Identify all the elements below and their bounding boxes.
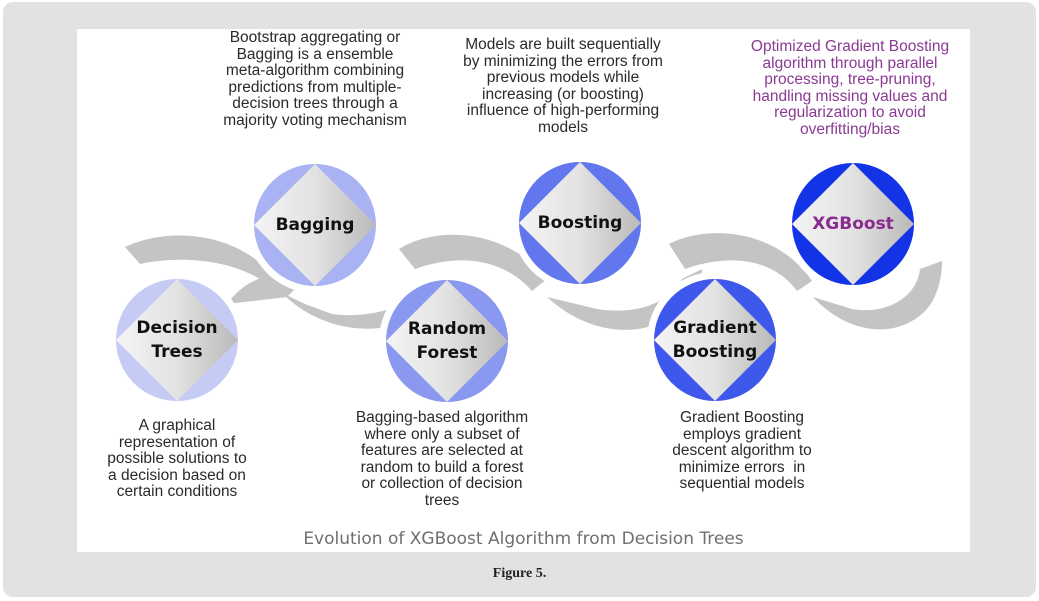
- flow-arrow-7: [813, 261, 942, 330]
- node-random-forest: [379, 273, 515, 409]
- node-label-line: Bagging: [275, 215, 355, 235]
- node-gradient-boosting: [647, 272, 783, 408]
- node-label-line: XGBoost: [812, 214, 894, 234]
- flow-diagram: [109, 155, 942, 409]
- node-boosting: [512, 155, 648, 291]
- description-line: Gradient Boosting: [679, 409, 805, 426]
- node-label-line: Decision: [136, 318, 218, 338]
- description-line: by minimizing the errors from: [463, 52, 663, 70]
- node-diamond: [654, 279, 776, 401]
- description-line: trees: [424, 491, 460, 509]
- figure-title: Evolution of XGBoost Algorithm from Deci…: [303, 529, 744, 549]
- description-line: models: [538, 118, 588, 136]
- description-line: A graphical: [138, 417, 216, 434]
- node-label-line: Forest: [416, 343, 478, 363]
- description-line: where only a subset of: [364, 425, 520, 443]
- description-line: processing, tree-pruning,: [764, 71, 936, 88]
- description-line: Bagging-based algorithm: [355, 409, 529, 426]
- node-label-line: Trees: [151, 342, 203, 362]
- description-line: descent algorithm to: [672, 442, 812, 459]
- flow-arrow-4: [399, 234, 547, 291]
- description-line: algorithm through parallel: [762, 54, 938, 72]
- description-line: representation of: [118, 433, 236, 451]
- node-label-xgboost: XGBoost: [793, 184, 913, 264]
- node-label-boosting: Boosting: [520, 183, 640, 263]
- description-line: minimize errors in: [678, 458, 806, 476]
- node-label-line: Boosting: [537, 213, 623, 233]
- description-line: handling missing values and: [752, 87, 948, 105]
- flow-arrow-6: [669, 233, 812, 291]
- description-line: majority voting mechanism: [223, 111, 407, 129]
- description-line: possible solutions to: [107, 450, 247, 467]
- description-line: meta-algorithm combining: [225, 62, 405, 79]
- description-line: decision trees through a: [232, 95, 398, 112]
- node-decision-trees: [109, 272, 245, 408]
- description-line: employs gradient: [682, 425, 802, 443]
- node-diamond: [792, 163, 914, 285]
- node-diamond: [519, 162, 641, 284]
- description-line: influence of high-performing: [466, 102, 660, 119]
- description-line: sequential models: [679, 475, 805, 492]
- description-line: overfitting/bias: [800, 120, 900, 138]
- description-line: a decision based on: [108, 466, 246, 484]
- description-line: predictions from multiple-: [228, 78, 402, 96]
- description-line: random to build a forest: [360, 458, 524, 476]
- flow-arrow-2: [227, 276, 297, 304]
- node-label-line: Gradient: [673, 318, 757, 338]
- description-line: Models are built sequentially: [465, 36, 661, 53]
- figure-caption: Figure 5.: [492, 566, 547, 581]
- description-line: or collection of decision: [361, 475, 523, 492]
- node-diamond: [116, 279, 238, 401]
- description-line: previous models while: [486, 69, 640, 86]
- description-line: increasing (or boosting): [482, 85, 644, 103]
- description-line: Bootstrap aggregating or: [229, 29, 401, 46]
- node-diamond: [386, 280, 508, 402]
- description-line: certain conditions: [116, 483, 238, 500]
- description-line: regularization to avoid: [774, 104, 926, 121]
- node-label-line: Random: [407, 319, 487, 339]
- flow-arrow-1: [125, 235, 279, 294]
- node-label-line: Boosting: [672, 342, 758, 362]
- description-line: Optimized Gradient Boosting: [750, 38, 950, 55]
- description-line: Bagging is a ensemble: [236, 45, 394, 63]
- node-bagging: [247, 157, 383, 293]
- node-diamond: [254, 164, 376, 286]
- node-label-bagging: Bagging: [255, 185, 375, 265]
- description-line: features are selected at: [361, 442, 523, 459]
- node-xgboost: [785, 156, 921, 292]
